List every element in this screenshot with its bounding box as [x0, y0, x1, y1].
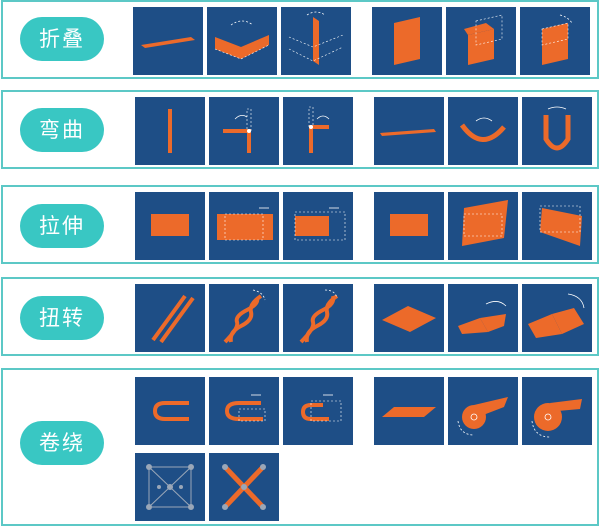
- bend-tile-6: [522, 97, 592, 165]
- fold-tile-6: [520, 7, 590, 75]
- bend-tile-3: [283, 97, 353, 165]
- row-fold: 折叠: [1, 0, 599, 79]
- bend-tile-1: [135, 97, 205, 165]
- bend-tile-2: [209, 97, 279, 165]
- fold-tile-4: [372, 7, 442, 75]
- category-label-roll: 卷绕: [20, 421, 104, 465]
- roll-tile-3: [283, 377, 353, 445]
- stretch-tile-1: [135, 192, 205, 260]
- fold-tile-1: [133, 7, 203, 75]
- twist-tile-3: [283, 284, 353, 352]
- category-label-twist: 扭转: [20, 296, 104, 340]
- stretch-tile-4: [374, 192, 444, 260]
- roll-tile-4: [374, 377, 444, 445]
- fold-tile-3: [281, 7, 351, 75]
- roll-tile-2: [209, 377, 279, 445]
- stretch-tile-6: [522, 192, 592, 260]
- twist-tile-4: [374, 284, 444, 352]
- roll-tile-1: [135, 377, 205, 445]
- stretch-tile-3: [283, 192, 353, 260]
- bend-tile-5: [448, 97, 518, 165]
- stretch-tile-2: [209, 192, 279, 260]
- roll-tile-6: [522, 377, 592, 445]
- category-label-bend: 弯曲: [20, 108, 104, 152]
- row-stretch: 拉伸: [1, 185, 599, 264]
- row-roll: 卷绕: [1, 368, 599, 526]
- category-label-fold: 折叠: [20, 17, 104, 61]
- twist-tile-1: [135, 284, 205, 352]
- row-bend: 弯曲: [1, 90, 599, 169]
- roll-tile-7: [135, 453, 205, 521]
- fold-tile-5: [446, 7, 516, 75]
- category-label-stretch: 拉伸: [20, 204, 104, 248]
- twist-tile-6: [522, 284, 592, 352]
- fold-tile-2: [207, 7, 277, 75]
- twist-tile-5: [448, 284, 518, 352]
- stretch-tile-5: [448, 192, 518, 260]
- roll-tile-8: [209, 453, 279, 521]
- row-twist: 扭转: [1, 277, 599, 356]
- twist-tile-2: [209, 284, 279, 352]
- bend-tile-4: [374, 97, 444, 165]
- roll-tile-5: [448, 377, 518, 445]
